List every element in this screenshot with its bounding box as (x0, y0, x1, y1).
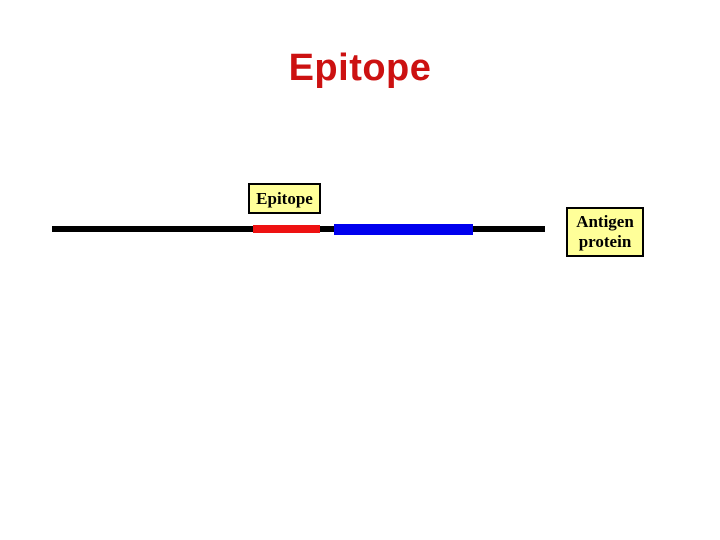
slide-title: Epitope (288, 47, 432, 89)
antigen-protein-label-line1: Antigen (576, 212, 634, 231)
antigen-line-backbone-right (473, 226, 545, 232)
antigen-protein-label-box: Antigen protein (566, 207, 644, 257)
antigen-protein-label-line2: protein (578, 232, 632, 251)
epitope-label-text: Epitope (256, 188, 313, 208)
antigen-line-backbone-middle (320, 226, 334, 232)
antigen-line-backbone-left (52, 226, 253, 232)
antigen-line-epitope-red-segment (253, 225, 320, 233)
antigen-line-epitope-blue-segment (334, 224, 473, 235)
epitope-label-box: Epitope (248, 183, 321, 214)
